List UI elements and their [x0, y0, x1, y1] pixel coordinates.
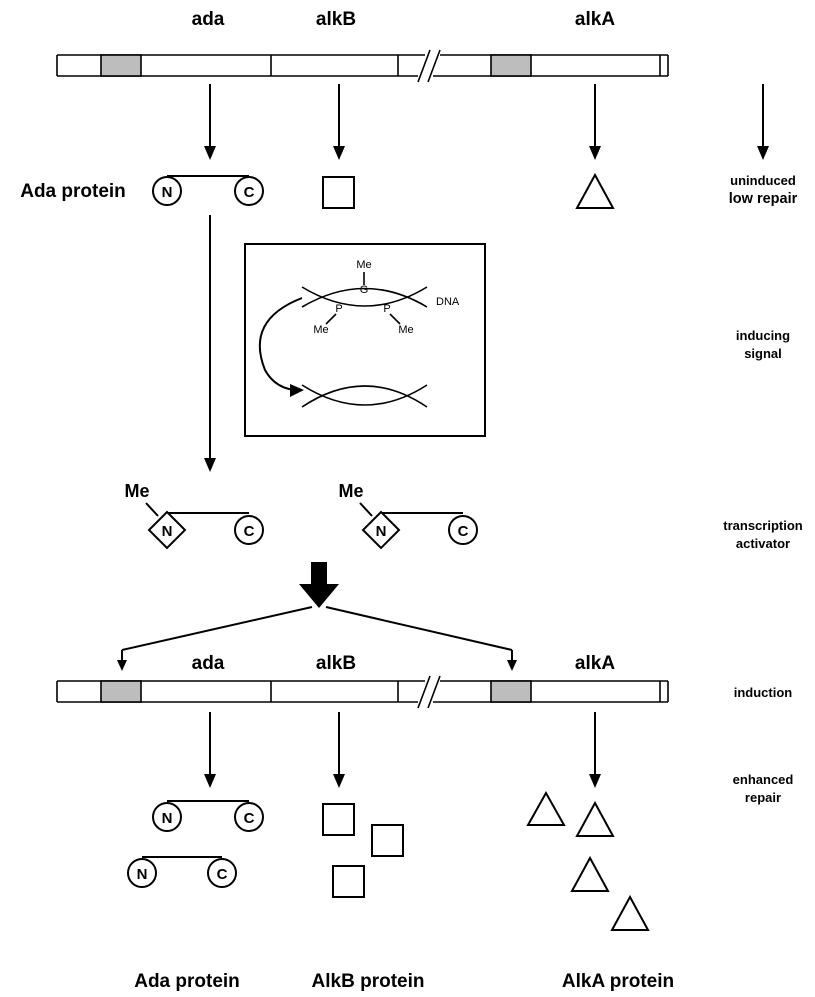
alka-protein-triangle-2: [575, 800, 615, 837]
alka-protein-triangle-4: [610, 894, 650, 931]
c-domain-label-enh1: C: [244, 810, 255, 827]
side-label-activator: activator: [736, 536, 790, 551]
branch-arrow-ada: [117, 606, 313, 671]
bottom-label-alka-protein: AlkA protein: [562, 971, 674, 992]
alkb-protein-square-2: [371, 824, 404, 857]
promoter-box-ada-top: [100, 54, 142, 77]
side-label-repair: repair: [745, 790, 781, 805]
side-label-induction: induction: [734, 685, 793, 700]
gene-label-alkb-bottom: alkB: [316, 653, 356, 674]
side-label-enhanced: enhanced: [733, 772, 794, 787]
gene-label-alka-top: alkA: [575, 9, 615, 30]
n-domain-label-meth1: N: [162, 523, 173, 540]
c-domain-label-enh2: C: [217, 866, 228, 883]
alkb-protein-square-3: [332, 865, 365, 898]
side-label-low-repair: low repair: [729, 191, 798, 207]
inset-p-right: P: [383, 303, 390, 315]
ada-protein-enhanced-2: N C: [127, 856, 237, 888]
break-mark-2: [427, 49, 441, 83]
arrow-side-progression: [757, 84, 769, 160]
arrow-ada-enhanced: [204, 712, 216, 788]
c-domain-label-meth1: C: [244, 523, 255, 540]
n-domain-label-enh1: N: [162, 810, 173, 827]
arrow-ada-methylation: [204, 215, 216, 472]
bottom-label-ada-protein: Ada protein: [134, 971, 240, 992]
bottom-label-alkb-protein: AlkB protein: [312, 971, 425, 992]
alka-protein-triangle: [575, 172, 615, 209]
break-mark-4: [427, 675, 441, 709]
arrow-alka-expression: [589, 84, 601, 160]
ada-protein-enhanced-1: N C: [152, 800, 264, 832]
n-domain-label-enh2: N: [137, 866, 148, 883]
inset-me-right: Me: [398, 324, 413, 336]
alka-protein-triangle-3: [570, 855, 610, 892]
n-domain-label: N: [162, 184, 173, 201]
inset-p-left: P: [335, 303, 342, 315]
n-domain-label-meth2: N: [376, 523, 387, 540]
arrow-alkb-enhanced: [333, 712, 345, 788]
inset-g: G: [360, 284, 369, 296]
promoter-box-ada-bottom: [100, 680, 142, 703]
ada-protein-label: Ada protein: [20, 181, 126, 202]
side-label-inducing: inducing: [736, 328, 790, 343]
gene-label-ada-top: ada: [192, 9, 225, 30]
promoter-box-alka-top: [490, 54, 532, 77]
dna-strip-top: [56, 49, 669, 83]
inducing-signal-inset: Me G P P Me Me DNA: [244, 243, 486, 437]
arrow-alkb-expression: [333, 84, 345, 160]
dna-strip-bottom: [56, 675, 669, 709]
c-domain-label-meth2: C: [458, 523, 469, 540]
alkb-protein-square-1: [322, 803, 355, 836]
c-domain-label: C: [244, 184, 255, 201]
break-mark-1: [417, 49, 431, 83]
me-label-1: Me: [124, 481, 149, 501]
arrow-ada-expression: [204, 84, 216, 160]
break-mark-3: [417, 675, 431, 709]
side-label-signal: signal: [744, 346, 782, 361]
inset-me-top: Me: [356, 259, 371, 271]
alka-protein-triangle-1: [526, 790, 566, 826]
methylated-ada-1: Me N C: [124, 481, 264, 550]
gene-label-alka-bottom: alkA: [575, 653, 615, 674]
alkb-protein-square: [322, 176, 355, 209]
side-label-uninduced: uninduced: [730, 173, 796, 188]
ada-protein-uninduced: N C: [152, 175, 264, 206]
side-label-transcription: transcription: [723, 518, 803, 533]
promoter-box-alka-bottom: [490, 680, 532, 703]
inset-dna-label: DNA: [436, 296, 460, 308]
arrow-alka-enhanced: [589, 712, 601, 788]
gene-label-ada-bottom: ada: [192, 653, 225, 674]
gene-label-alkb-top: alkB: [316, 9, 356, 30]
me-label-2: Me: [338, 481, 363, 501]
methylated-ada-2: Me N C: [338, 481, 478, 550]
big-down-arrow: [299, 562, 339, 608]
inset-me-left: Me: [313, 324, 328, 336]
branch-arrow-alka: [325, 606, 517, 671]
